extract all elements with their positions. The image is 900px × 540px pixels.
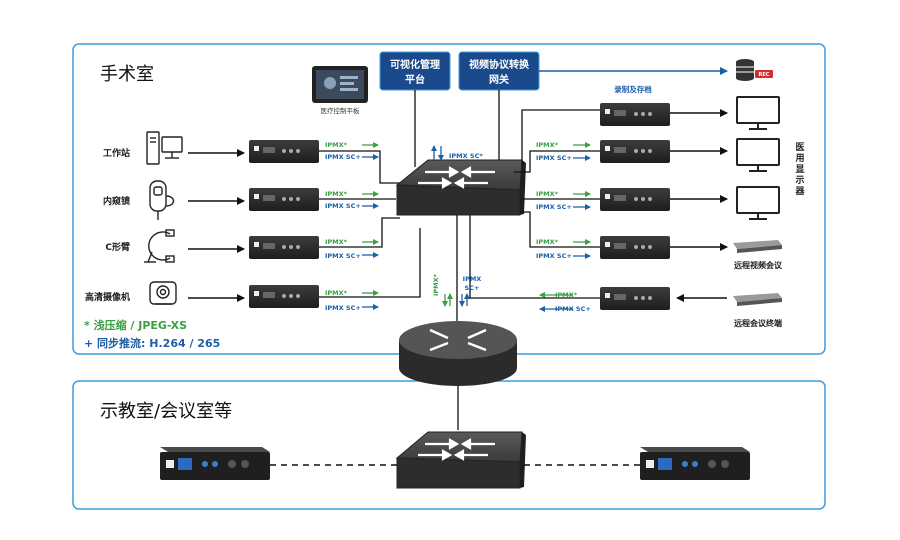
medical-display-char: 器: [794, 186, 805, 197]
gateway-header-line1: 视频协议转换: [469, 58, 530, 71]
medical-display-char: 医: [795, 142, 804, 153]
left-uplinks: [319, 150, 421, 298]
ipmx-sc-label: IPMX SC+: [325, 202, 361, 210]
header-links: [414, 90, 500, 167]
router-flow-arrows: [442, 293, 470, 307]
monitor-icon: [736, 96, 780, 130]
ipmx-sc-label: IPMX SC+: [536, 252, 572, 260]
ipmx-label: IPMX*: [325, 190, 348, 198]
ipmx-sc-label: IPMX SC+: [536, 154, 572, 162]
medical-display-char: 显: [795, 164, 804, 175]
source-label-workstation: 工作站: [103, 147, 130, 159]
source-label-hd-camera: 高清摄像机: [85, 291, 130, 303]
legend-sync-streaming: + 同步推流: H.264 / 265: [84, 336, 220, 350]
ipmx-sc-label: IPMX SC+: [555, 305, 591, 313]
platform-header-line2: 平台: [405, 73, 425, 86]
source-label-c-arm: C形臂: [105, 241, 130, 253]
c-arm-icon: [144, 229, 175, 263]
monitor-icon: [736, 138, 780, 172]
ipmx-label: IPMX*: [536, 190, 559, 198]
gateway-header: 视频协议转换 网关: [458, 51, 540, 91]
decoder-device: [600, 103, 670, 126]
classroom-switch-icon: [395, 431, 526, 489]
classroom-decoder-device-left: [160, 447, 270, 480]
left-protocol-row-3: IPMX* IPMX SC+: [325, 238, 379, 260]
platform-header-line1: 可视化管理: [390, 58, 440, 71]
vertical-ipmx-label: IPMX*: [432, 273, 440, 296]
source-label-endoscope: 内窥镜: [103, 195, 130, 207]
hd-camera-icon: [149, 281, 177, 305]
workstation-icon: [146, 131, 183, 165]
classroom-decoder-device-right: [640, 447, 750, 480]
switch-mgmt-arrows: [431, 145, 444, 161]
router-icon: [399, 321, 517, 386]
ipmx-label: IPMX*: [325, 289, 348, 297]
rec-badge: REC: [759, 72, 770, 78]
gateway-header-line2: 网关: [489, 73, 509, 86]
tablet-label: 医疗控制平板: [321, 106, 361, 115]
control-tablet-icon: [312, 66, 368, 103]
left-protocol-row-2: IPMX* IPMX SC+: [325, 190, 379, 210]
conf-terminal-label: 远程会议终端: [734, 318, 782, 328]
medical-display-char: 示: [795, 175, 804, 186]
right-protocol-row-1: IPMX* IPMX SC+: [536, 141, 591, 162]
ipmx-label: IPMX*: [325, 238, 348, 246]
conf-terminal-device-icon: [733, 293, 782, 306]
legend-shallow-compression: * 浅压缩 / JPEG-XS: [84, 318, 187, 332]
classroom-zone-title: 示教室/会议室等: [100, 401, 232, 422]
database-rec-icon: REC: [736, 59, 773, 81]
medical-display-label: 医 用 显 示 器: [794, 142, 805, 197]
ipmx-sc-label: IPMX SC+: [325, 304, 361, 312]
or-zone-title: 手术室: [100, 64, 154, 85]
decoder-device: [600, 140, 670, 163]
right-protocol-row-3: IPMX* IPMX SC+: [536, 238, 591, 260]
right-protocol-row-2: IPMX* IPMX SC+: [536, 190, 591, 211]
right-downlinks: [469, 109, 600, 299]
record-archive-label: 录制及存档: [614, 84, 652, 94]
right-protocol-row-4: IPMX* IPMX SC+: [539, 291, 591, 313]
medical-display-char: 用: [794, 153, 804, 164]
ipmx-sc-label: IPMX SC+: [536, 203, 572, 211]
vertical-ipmx-sc-label-2: SC+: [465, 284, 480, 292]
encoder-device: [600, 287, 670, 310]
monitor-icon: [736, 186, 780, 220]
core-switch-icon: [395, 159, 526, 216]
switch-mgmt-label: IPMX SC*: [449, 152, 483, 160]
ipmx-label: IPMX*: [325, 141, 348, 149]
ipmx-label: IPMX*: [555, 291, 578, 299]
endoscope-icon: [149, 180, 175, 220]
video-conf-device-icon: [733, 240, 782, 253]
ipmx-sc-label: IPMX SC+: [325, 252, 361, 260]
video-conf-label: 远程视频会议: [734, 260, 783, 270]
left-protocol-row-4: IPMX* IPMX SC+: [325, 289, 379, 312]
encoder-device: [249, 285, 319, 308]
ipmx-label: IPMX*: [536, 238, 559, 246]
platform-header: 可视化管理 平台: [379, 51, 451, 91]
encoder-device: [249, 140, 319, 163]
ipmx-label: IPMX*: [536, 141, 559, 149]
vertical-ipmx-sc-label-1: IPMX: [463, 275, 482, 283]
encoder-device: [249, 188, 319, 211]
decoder-device: [600, 188, 670, 211]
encoder-device: [249, 236, 319, 259]
decoder-device: [600, 236, 670, 259]
left-protocol-row-1: IPMX* IPMX SC+: [325, 141, 379, 161]
ipmx-sc-label: IPMX SC+: [325, 153, 361, 161]
